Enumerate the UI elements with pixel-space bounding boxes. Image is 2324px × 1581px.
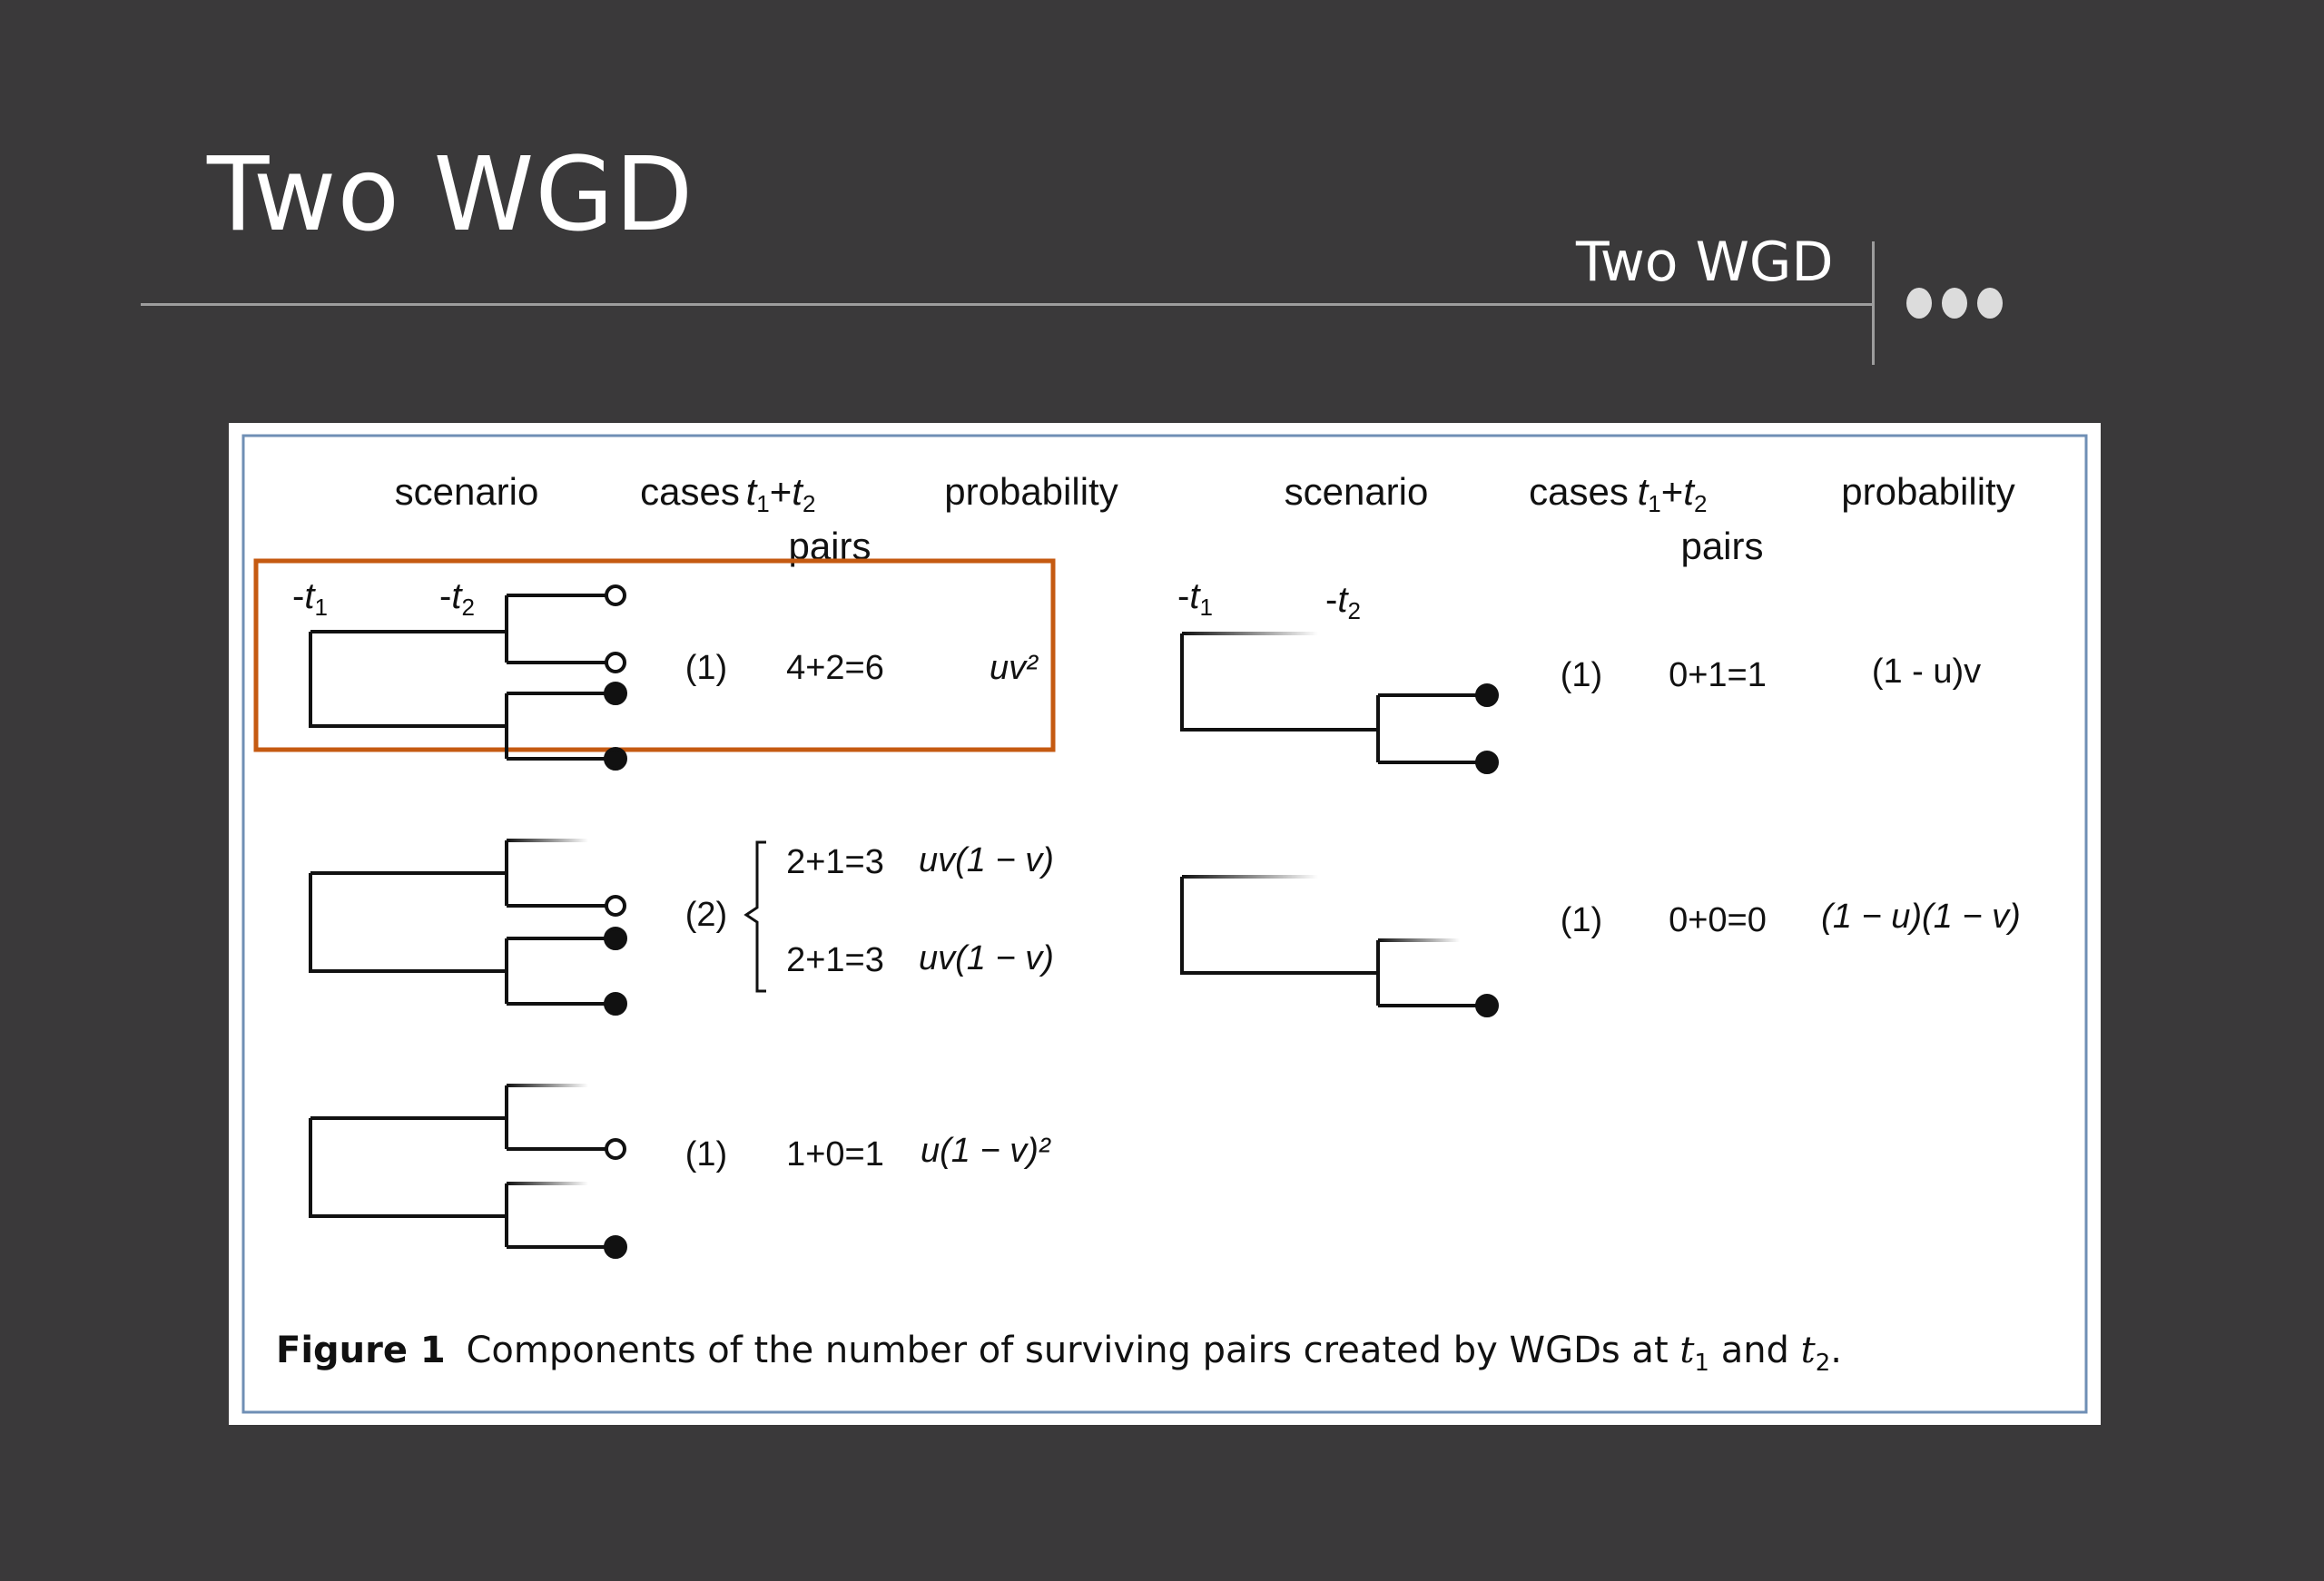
row-3-left-pairs: 1+0=1 [786, 1135, 884, 1173]
row-2-right-pairs: 0+0=0 [1669, 901, 1767, 939]
row-2-right-cases: (1) [1561, 901, 1602, 939]
header-vertical-divider [1872, 241, 1875, 365]
row-3-left-probability: u(1 − v)² [921, 1132, 1051, 1170]
caption-text: Components of the number of surviving pa… [466, 1330, 1669, 1371]
filled-leaf [604, 747, 627, 771]
filled-leaf [604, 927, 627, 950]
tree-1-right [1180, 633, 1485, 764]
tree-1-left [309, 594, 612, 761]
row-1-right-cases: (1) [1561, 656, 1602, 694]
caption-label: Figure 1 [276, 1330, 446, 1371]
lost-branch [507, 839, 588, 842]
header-scenario-right: scenario [1285, 470, 1429, 513]
header-pairs-label-right: pairs [1680, 525, 1763, 567]
lost-branch [507, 1182, 588, 1185]
row-2a-left-probability: uv(1 − v) [919, 841, 1054, 879]
section-header-label: Two WGD [1576, 231, 1834, 294]
row-2-left-cases: (2) [685, 896, 727, 934]
row-1-right-probability: (1 - u)v [1872, 653, 1981, 691]
row-3-left-cases: (1) [685, 1135, 727, 1173]
time-label-t2-right: -t2 [1325, 580, 1361, 624]
tree-2-left [309, 840, 612, 1006]
row-1-left-pairs: 4+2=6 [786, 649, 884, 687]
case-brace [743, 840, 766, 993]
filled-leaf [604, 682, 627, 705]
row-1-right-pairs: 0+1=1 [1669, 656, 1767, 694]
filled-leaf [604, 992, 627, 1016]
header-divider [141, 303, 1873, 306]
open-leaf [605, 1138, 626, 1160]
header-probability-right: probability [1841, 470, 2014, 513]
figure-diagram: scenario cases t1+t2 pairs probability s… [241, 434, 2088, 1414]
header-pairs-right: t1+t2 [1638, 470, 1708, 517]
row-2-right-probability: (1 − u)(1 − v) [1821, 898, 2021, 936]
lost-branch [507, 1084, 588, 1087]
filled-leaf [1475, 994, 1499, 1017]
highlight-box [253, 558, 1056, 752]
time-label-t1-left: -t1 [292, 576, 328, 621]
row-2b-left-probability: uv(1 − v) [919, 939, 1054, 977]
header-scenario-left: scenario [395, 470, 539, 513]
header-probability-left: probability [944, 470, 1118, 513]
filled-leaf [1475, 751, 1499, 774]
row-1-left-cases: (1) [685, 649, 727, 687]
filled-leaf [604, 1235, 627, 1259]
tree-3-left [309, 1085, 612, 1249]
lost-branch [1182, 632, 1318, 635]
header-cases-right: cases [1529, 470, 1629, 513]
figure-frame [241, 434, 2088, 1414]
caption-and: and [1720, 1330, 1789, 1371]
ellipsis-icon [1906, 288, 2003, 319]
figure-panel: scenario cases t1+t2 pairs probability s… [229, 423, 2101, 1425]
header-pairs-left: t1+t2 [746, 470, 816, 517]
lost-branch [1182, 875, 1318, 879]
open-leaf [605, 652, 626, 673]
open-leaf [605, 584, 626, 606]
slide-title: Two WGD [207, 136, 694, 254]
tree-2-right [1180, 877, 1485, 1007]
lost-branch [1378, 938, 1460, 942]
figure-caption: Figure 1 Components of the number of sur… [276, 1330, 1843, 1377]
time-label-t1-right: -t1 [1177, 576, 1213, 621]
row-2a-left-pairs: 2+1=3 [786, 843, 884, 881]
row-1-left-probability: uv² [990, 649, 1039, 687]
time-label-t2-left: -t2 [439, 576, 475, 621]
header-cases-left: cases [640, 470, 740, 513]
row-2b-left-pairs: 2+1=3 [786, 941, 884, 979]
filled-leaf [1475, 683, 1499, 707]
open-leaf [605, 895, 626, 917]
